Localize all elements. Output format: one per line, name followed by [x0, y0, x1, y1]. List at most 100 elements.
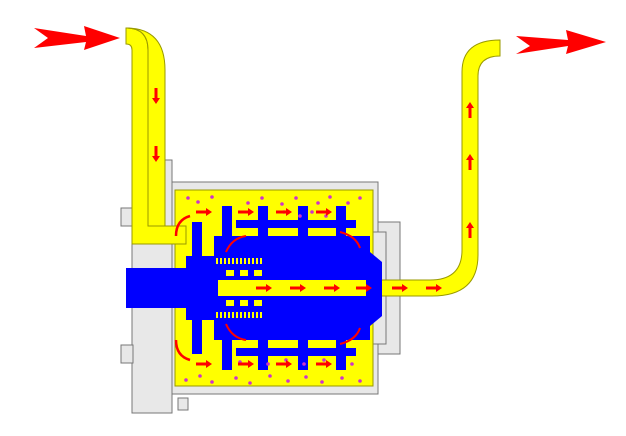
- tooth: [228, 312, 230, 318]
- disc-bottom-1: [222, 334, 232, 370]
- particle-dot-icon: [298, 214, 302, 218]
- tooth: [252, 312, 254, 318]
- tooth: [216, 258, 218, 264]
- flow-arrow-icon: [392, 284, 408, 292]
- tooth: [220, 312, 222, 318]
- outlet-pipe: [371, 39, 501, 297]
- tooth: [224, 258, 226, 264]
- flow-arrow-icon: [466, 222, 474, 238]
- hub-slot: [254, 300, 262, 306]
- rotor-assembly: [126, 206, 382, 370]
- disc-top-1: [222, 206, 232, 242]
- tooth: [240, 258, 242, 264]
- particle-dot-icon: [186, 196, 190, 200]
- tooth: [232, 312, 234, 318]
- particle-dot-icon: [280, 202, 284, 206]
- particle-dot-icon: [210, 380, 214, 384]
- particle-dot-icon: [210, 195, 214, 199]
- flow-arrow-icon: [466, 102, 474, 118]
- bolt-bottom: [177, 397, 189, 411]
- flow-arrow-icon: [174, 214, 191, 237]
- flow-arrow-icon: [276, 360, 292, 368]
- particle-dot-icon: [346, 201, 350, 205]
- particle-dot-icon: [340, 376, 344, 380]
- tooth: [216, 312, 218, 318]
- tooth: [256, 258, 258, 264]
- flow-arrow-icon: [316, 208, 332, 216]
- flow-arrows: [152, 88, 474, 368]
- particle-dot-icon: [234, 376, 238, 380]
- tooth: [256, 312, 258, 318]
- flow-arrow-icon: [256, 284, 272, 292]
- particle-dot-icon: [358, 196, 362, 200]
- flow-arrow-icon: [276, 208, 292, 216]
- flow-arrow-icon: [466, 154, 474, 170]
- particle-dot-icon: [184, 378, 188, 382]
- tooth: [236, 312, 238, 318]
- particle-dot-icon: [316, 201, 320, 205]
- rib-bottom-2: [312, 312, 322, 336]
- flow-arrow-icon: [196, 208, 212, 216]
- flow-arrow-icon: [152, 88, 160, 104]
- tooth: [224, 312, 226, 318]
- rotor-teeth: [216, 258, 262, 318]
- plate-top: [236, 220, 356, 228]
- particle-dot-icon: [358, 379, 362, 383]
- hub-slots: [226, 270, 262, 306]
- particle-dot-icon: [294, 196, 298, 200]
- rib-bottom-3: [348, 312, 358, 336]
- flow-arrow-icon: [339, 327, 361, 345]
- tooth: [232, 258, 234, 264]
- flow-arrow-icon: [174, 339, 191, 362]
- hub-slot: [240, 270, 248, 276]
- flow-arrow-icon: [225, 235, 247, 253]
- plate-bottom: [236, 348, 356, 356]
- flange-step-bottom: [120, 344, 134, 364]
- particle-dot-icon: [268, 374, 272, 378]
- rib-bottom-1: [272, 312, 282, 336]
- flow-arrow-icon: [225, 323, 247, 341]
- flow-arrow-icon: [339, 231, 361, 249]
- particle-dot-icon: [266, 362, 270, 366]
- hub-slot: [226, 270, 234, 276]
- particle-dot-icon: [246, 201, 250, 205]
- flow-arrow-icon: [238, 208, 254, 216]
- particle-dot-icon: [350, 362, 354, 366]
- particle-dot-icon: [322, 358, 326, 362]
- particle-dot-icon: [198, 374, 202, 378]
- flow-arrow-icon: [196, 360, 212, 368]
- rib-top-1: [272, 240, 282, 264]
- hub-slot: [254, 270, 262, 276]
- flow-arrow-icon: [316, 360, 332, 368]
- tooth: [248, 312, 250, 318]
- particle-dot-icon: [248, 381, 252, 385]
- particle-dot-icon: [320, 380, 324, 384]
- particle-dot-icon: [196, 200, 200, 204]
- flow-arrow-icon: [324, 284, 340, 292]
- drive-shaft: [126, 268, 186, 308]
- inlet-pipe-outer: [125, 27, 166, 227]
- tooth: [244, 312, 246, 318]
- rib-top-2: [312, 240, 322, 264]
- tooth: [260, 258, 262, 264]
- particle-dot-icon: [302, 362, 306, 366]
- tooth: [220, 258, 222, 264]
- flow-arrow-icon: [426, 284, 442, 292]
- particle-dot-icon: [310, 210, 314, 214]
- tooth: [236, 258, 238, 264]
- hub-slot: [240, 300, 248, 306]
- tooth: [228, 258, 230, 264]
- rib-top-3: [348, 240, 358, 264]
- inlet-arrow-icon: [34, 26, 120, 50]
- outlet-arrow-icon: [516, 30, 606, 54]
- tooth: [252, 258, 254, 264]
- particle-dot-icon: [304, 375, 308, 379]
- stage1-vane-bottom: [192, 314, 202, 354]
- particle-dot-icon: [328, 195, 332, 199]
- tooth: [260, 312, 262, 318]
- particle-dot-icon: [286, 379, 290, 383]
- flow-arrow-icon: [238, 360, 254, 368]
- flow-arrow-icon: [290, 284, 306, 292]
- tooth: [240, 312, 242, 318]
